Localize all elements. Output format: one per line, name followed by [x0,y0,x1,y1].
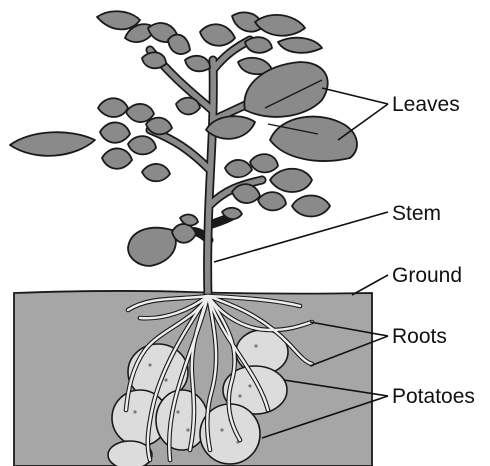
label-ground: Ground [392,264,462,287]
labels: Leaves Stem Ground Roots Potatoes [392,93,475,408]
label-stem: Stem [392,202,441,225]
leader-stem [214,212,388,262]
leader-ground [352,275,388,295]
label-potatoes: Potatoes [392,385,475,408]
leader-leaves-lower [338,104,388,140]
label-roots: Roots [392,325,447,348]
leader-leaves-upper [322,88,388,104]
label-leaves: Leaves [392,93,460,116]
plant-leaves [10,11,357,266]
